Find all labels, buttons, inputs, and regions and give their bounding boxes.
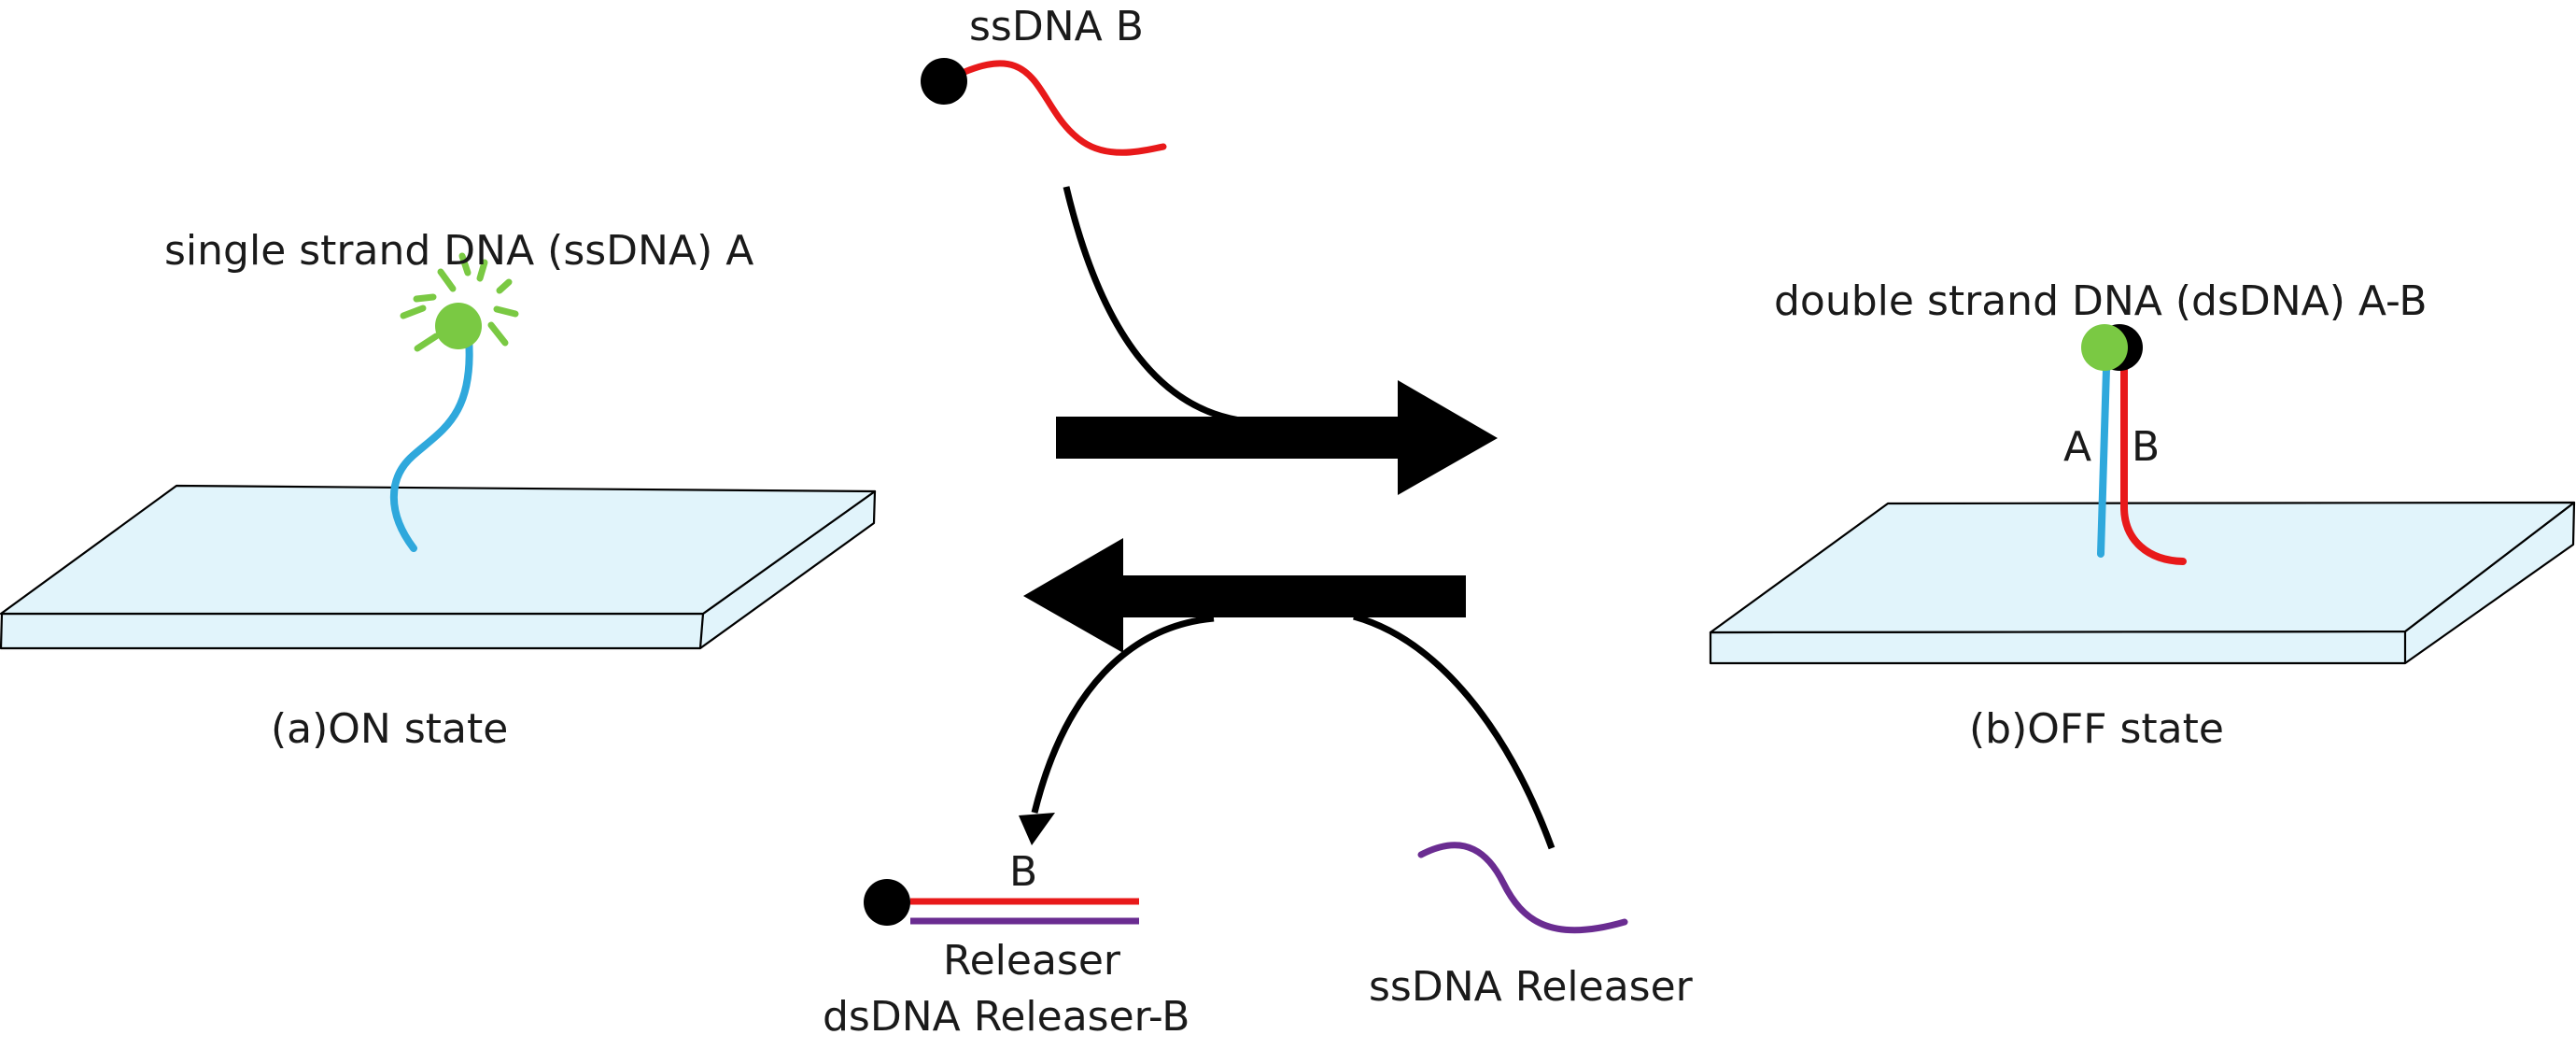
complex-quencher-icon: [864, 879, 910, 926]
on-state-panel: single strand DNA (ssDNA) A (a)ON state: [0, 227, 877, 753]
ssdna-b-label: ssDNA B: [969, 3, 1144, 50]
release-product-arrow: [1019, 615, 1215, 845]
ssdna-b-binding-curve: [1063, 186, 1247, 425]
releaser-label: Releaser: [943, 937, 1121, 985]
quencher-icon: [921, 58, 967, 105]
ssdna-a-label: single strand DNA (ssDNA) A: [164, 227, 753, 275]
ssdna-releaser-group: ssDNA Releaser: [1369, 842, 1694, 1011]
on-state-label: (a)ON state: [271, 705, 508, 753]
ssdna-b-strand: [941, 60, 1167, 156]
dsdna-releaser-b-label: dsDNA Releaser-B: [823, 993, 1189, 1041]
ssdna-b-group: ssDNA B: [921, 3, 1167, 156]
off-state-panel: double strand DNA (dsDNA) A-B A B (b)OFF…: [1709, 277, 2576, 753]
fluorophore-icon: [400, 252, 519, 352]
ssdna-releaser-label: ssDNA Releaser: [1369, 963, 1694, 1011]
off-strand-b: [2120, 365, 2187, 565]
releaser-binding-curve: [1353, 613, 1555, 850]
ssdna-a-strand: [390, 334, 473, 552]
dsdna-ab-label: double strand DNA (dsDNA) A-B: [1774, 277, 2428, 325]
off-state-slide: [1709, 501, 2576, 665]
off-fluorophore-icon: [2081, 324, 2128, 371]
off-strand-a: [2097, 365, 2110, 558]
off-state-label: (b)OFF state: [1969, 705, 2224, 753]
ssdna-releaser-strand: [1417, 842, 1628, 934]
strand-a-letter: A: [2063, 423, 2091, 471]
on-state-slide: [0, 484, 877, 650]
strand-b-letter: B: [2132, 423, 2160, 471]
reverse-arrow: [1023, 538, 1466, 653]
dsdna-releaser-b-complex: B Releaser dsDNA Releaser-B: [823, 848, 1189, 1041]
forward-arrow: [1056, 380, 1498, 495]
complex-b-letter: B: [1009, 848, 1037, 896]
